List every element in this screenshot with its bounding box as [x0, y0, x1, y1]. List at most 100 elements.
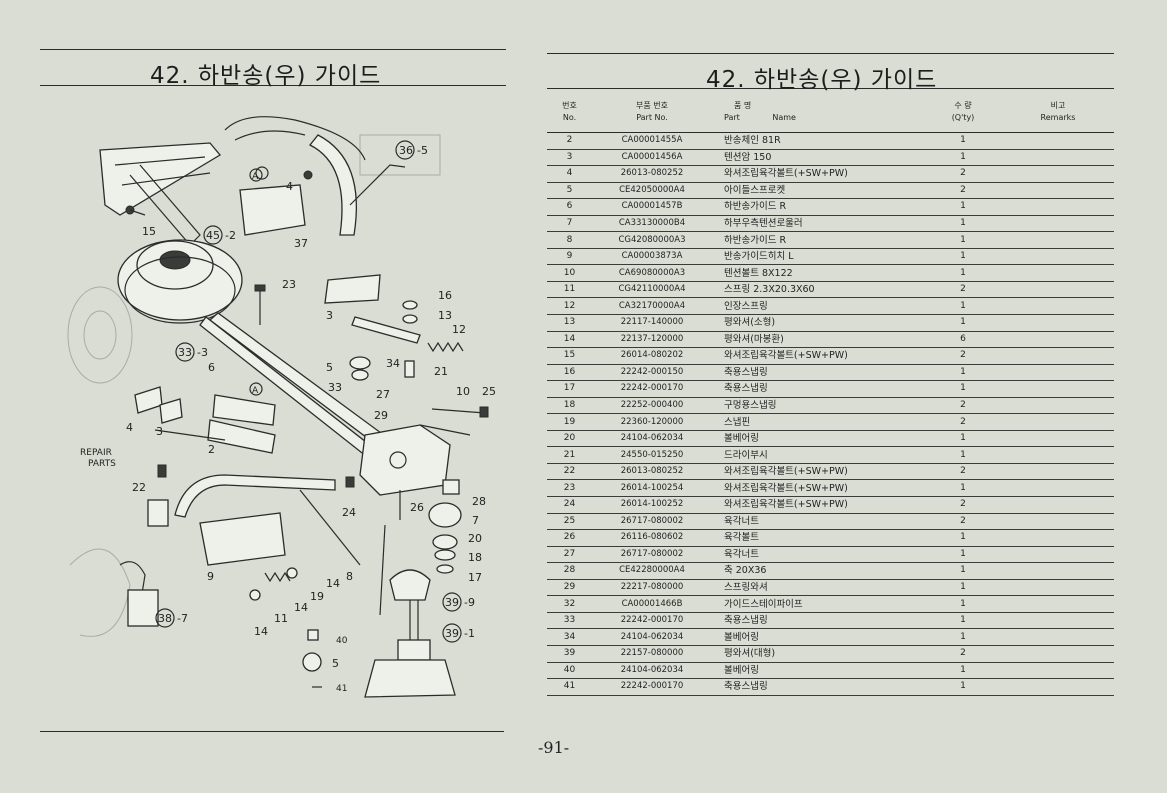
- callout-33-suffix: -3: [197, 346, 208, 359]
- header-remarks: 비고 Remarks: [1002, 92, 1114, 133]
- cell-part_no: CA00001455A: [592, 132, 712, 150]
- marker-a-bottom: A: [252, 386, 259, 396]
- cell-name: 평와셔(마봉환): [712, 331, 924, 349]
- callout-34: 34: [386, 357, 400, 370]
- callout-18: 18: [468, 551, 482, 564]
- cell-remarks: [1002, 479, 1114, 498]
- right-page-title: 42. 하반송(우) 가이드: [706, 67, 938, 93]
- main-bracket: [359, 424, 451, 496]
- cell-name: 스프링 2.3X20.3X60: [712, 281, 924, 299]
- cell-name: 평와셔(소형): [712, 314, 924, 332]
- exploded-parts-diagram: 36 -5 45 -2 37 4 15 23 16 13 12 3 33 -3 …: [67, 116, 496, 698]
- cell-qty: 1: [924, 215, 1002, 233]
- cell-remarks: [1002, 628, 1114, 646]
- chain-guide-top: [99, 142, 221, 216]
- callout-38: 38: [158, 612, 172, 625]
- cell-part_no: 26013-080252: [592, 165, 712, 183]
- cell-no: 9: [547, 248, 592, 266]
- cell-part_no: CA00001456A: [592, 149, 712, 167]
- cell-no: 15: [547, 347, 592, 365]
- cell-remarks: [1002, 314, 1114, 332]
- cell-no: 6: [547, 198, 592, 216]
- cell-part_no: 26014-100252: [592, 496, 712, 514]
- cell-remarks: [1002, 281, 1114, 299]
- cell-no: 10: [547, 264, 592, 282]
- callout-45: 45: [206, 229, 220, 242]
- callout-15: 15: [142, 225, 156, 238]
- cell-qty: 1: [924, 595, 1002, 613]
- cell-remarks: [1002, 182, 1114, 200]
- cell-part_no: 26717-080002: [592, 546, 712, 564]
- cell-qty: 1: [924, 529, 1002, 547]
- left-bottom-rule: [40, 731, 504, 732]
- cell-no: 26: [547, 529, 592, 547]
- callout-4: 4: [126, 421, 133, 434]
- cell-no: 14: [547, 331, 592, 349]
- cell-remarks: [1002, 662, 1114, 680]
- cell-name: 하부우측텐션로울러: [712, 215, 924, 233]
- callout-40: 40: [336, 636, 348, 646]
- cell-name: 와셔조립육각볼트(+SW+PW): [712, 479, 924, 498]
- right-title-rule-top: [547, 53, 1114, 54]
- cell-remarks: [1002, 579, 1114, 597]
- cell-name: 와셔조립육각볼트(+SW+PW): [712, 463, 924, 481]
- cell-remarks: [1002, 198, 1114, 216]
- cell-remarks: [1002, 264, 1114, 282]
- callout-24: 24: [342, 506, 356, 519]
- cell-no: 24: [547, 496, 592, 514]
- cell-remarks: [1002, 463, 1114, 481]
- cell-name: 와셔조립육각볼트(+SW+PW): [712, 165, 924, 183]
- cell-remarks: [1002, 132, 1114, 150]
- table-header-row: 번호 No. 부품 번호 Part No. 품 명 Part Name 수 량 …: [547, 92, 1114, 133]
- callout-36: 36: [399, 144, 413, 157]
- callout-39-suffix: -9: [464, 596, 475, 609]
- cell-part_no: 24104-062034: [592, 628, 712, 646]
- cell-remarks: [1002, 496, 1114, 514]
- callout-37: 37: [294, 237, 308, 250]
- right-title-rule-bottom: [547, 88, 1114, 89]
- cell-no: 2: [547, 132, 592, 150]
- cell-name: 축용스냅링: [712, 364, 924, 382]
- cell-part_no: 22252-000400: [592, 397, 712, 415]
- header-name: 품 명 Part Name: [712, 92, 924, 133]
- cell-qty: 1: [924, 628, 1002, 646]
- cell-no: 32: [547, 595, 592, 613]
- cell-no: 25: [547, 513, 592, 531]
- left-title-rule-top: [40, 49, 506, 50]
- callout-11: 11: [274, 612, 288, 625]
- callout-14-c: 14: [254, 625, 268, 638]
- cell-name: 텐션볼트 8X122: [712, 264, 924, 282]
- cell-no: 21: [547, 446, 592, 464]
- callout-6: 6: [208, 361, 215, 374]
- cell-name: 축용스냅링: [712, 380, 924, 398]
- cell-qty: 1: [924, 364, 1002, 382]
- callout-5: 5: [326, 361, 333, 374]
- cell-qty: 1: [924, 132, 1002, 150]
- cell-name: 육각너트: [712, 513, 924, 531]
- cell-qty: 1: [924, 149, 1002, 167]
- cell-qty: 6: [924, 331, 1002, 349]
- cell-remarks: [1002, 446, 1114, 464]
- cell-name: 반송체인 81R: [712, 132, 924, 150]
- cell-part_no: 26014-080202: [592, 347, 712, 365]
- cell-part_no: CE42050000A4: [592, 182, 712, 200]
- cell-name: 텐션암 150: [712, 149, 924, 167]
- page-number: -91-: [538, 738, 570, 757]
- callout-27: 27: [376, 388, 390, 401]
- callout-10: 10: [456, 385, 470, 398]
- cell-name: 구멍용스냅링: [712, 397, 924, 415]
- marker-a-top: A: [252, 172, 259, 182]
